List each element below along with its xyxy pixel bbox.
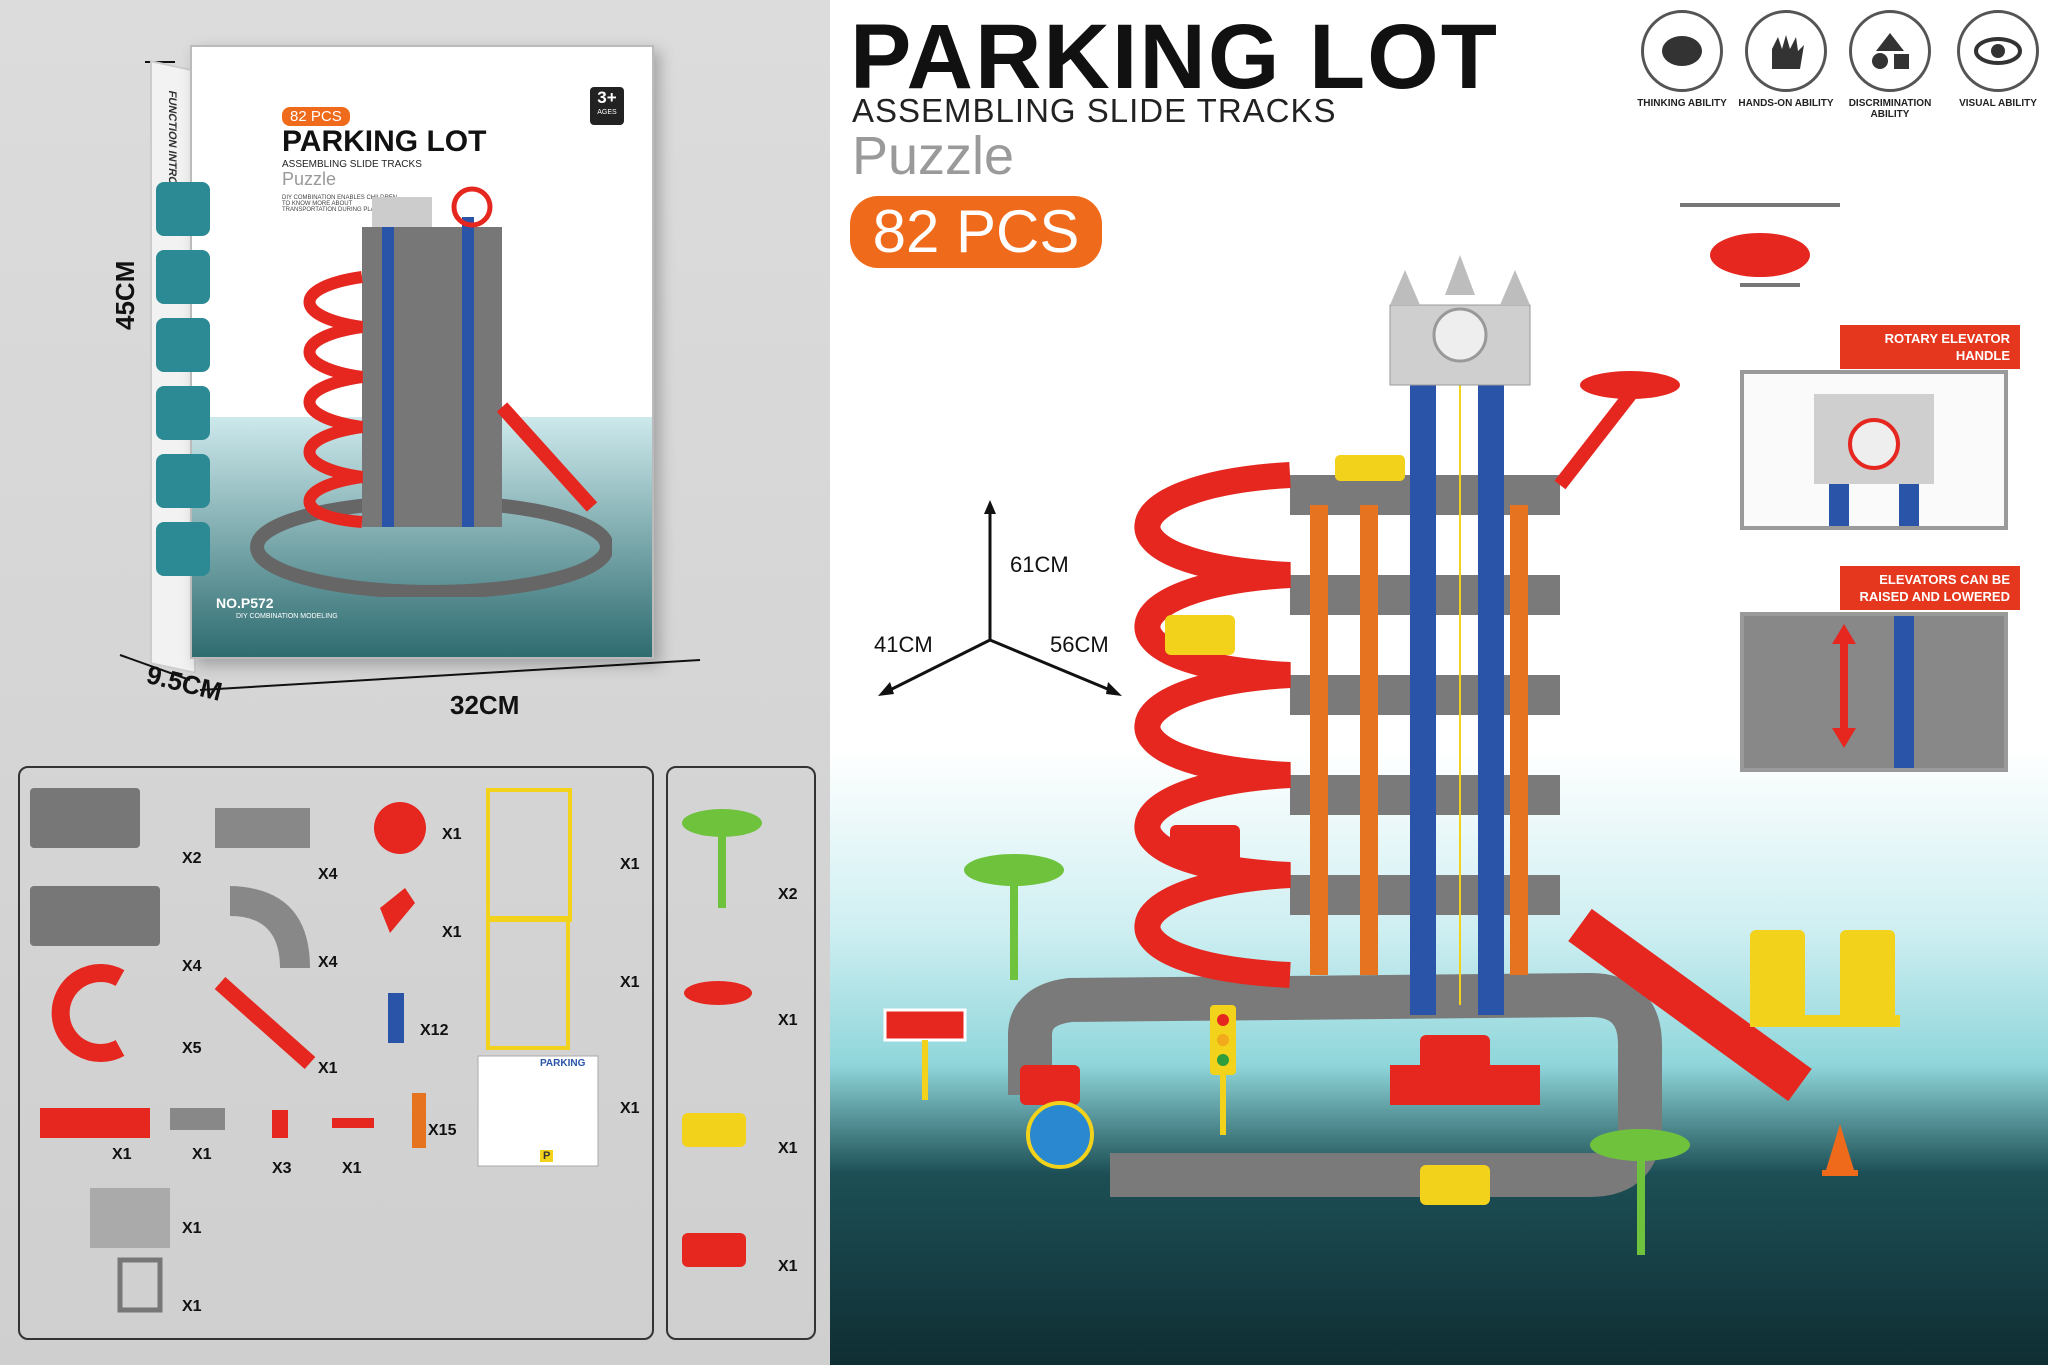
hero-direction-sign-image [883,1008,967,1100]
part-qty: X1 [442,826,462,843]
package-pcs-badge: 82 PCS [282,107,350,126]
accessories-illustrations [682,809,762,1267]
hand-icon [1745,10,1827,92]
product-dimension-axes [878,500,1122,696]
ability-hands-on: HANDS-ON ABILITY [1736,10,1836,109]
part-qty: X1 [182,1220,202,1237]
part-qty: X1 [112,1146,132,1163]
ability-discrimination: DISCRIMINATION ABILITY [1840,10,1940,120]
package-feature-thumbnails [156,182,210,576]
shapes-icon [1849,10,1931,92]
part-qty: X3 [272,1160,292,1177]
package-modeling: DIY COMBINATION MODELING [236,613,338,620]
hero-pcs-badge: 82 PCS [850,196,1102,268]
sticker-p: P [540,1150,554,1162]
hero-helicopter-image [1680,203,1840,287]
package-height-label: 45CM [110,260,140,330]
hero-gas-station-image [1750,930,1900,1027]
accessories-panel: X2 X1 X1 X1 [666,766,816,1340]
part-qty: X4 [318,954,338,971]
package-width-label: 32CM [450,690,520,720]
accessory-qty: X1 [778,1012,798,1029]
part-qty: X1 [342,1160,362,1177]
part-qty: X4 [182,958,202,975]
package-panel: 45CM 9.5CM 32CM FUNCTION INTRODUCTION 82… [0,0,830,1365]
hero-subtitle: ASSEMBLING SLIDE TRACKS [852,92,1337,129]
ages-badge: 3+ AGES [590,87,624,125]
package-model-no: NO.P572 [216,595,274,611]
parts-list-panel: X2 X4 X1 X1 X4 X4 X1 X1 X5 X1 X12 X1 X1 … [18,766,654,1340]
ability-visual: VISUAL ABILITY [1948,10,2048,109]
ability-thinking: THINKING ABILITY [1632,10,1732,109]
brain-icon [1641,10,1723,92]
part-qty: X5 [182,1040,202,1057]
part-qty: X1 [620,1100,640,1117]
parking-tower-image [1008,255,1812,1255]
part-qty: X1 [182,1298,202,1315]
feature-rotary-elevator-image [1740,370,2008,530]
part-qty: X2 [182,850,202,867]
package-title: PARKING LOT [282,125,487,158]
package-box: 82 PCS PARKING LOT ASSEMBLING SLIDE TRAC… [156,45,654,659]
package-product-image [250,186,612,597]
eye-icon [1957,10,2039,92]
hero-title: PARKING LOT [850,6,1499,108]
accessory-qty: X1 [778,1140,798,1157]
package-subtitle: ASSEMBLING SLIDE TRACKS [282,159,422,170]
package-description: DIY COMBINATION ENABLES CHILDREN TO KNOW… [282,195,398,213]
feature-tag-rotary: ROTARY ELEVATOR HANDLE [1840,325,2020,369]
hero-traffic-cone-image [1822,1124,1858,1176]
part-qty: X12 [420,1022,449,1039]
accessory-qty: X2 [778,886,798,903]
sticker-sheet-label: PARKING [540,1058,586,1069]
product-width-label: 56CM [1050,632,1109,657]
feature-elevator-raise-image [1740,612,2008,772]
product-depth-label: 41CM [874,632,933,657]
part-qty: X1 [620,856,640,873]
part-qty: X1 [620,974,640,991]
hero-puzzle: Puzzle [852,126,1015,186]
hero-palm-tree-image [964,854,1064,980]
part-qty: X15 [428,1122,457,1139]
package-puzzle: Puzzle [282,169,337,189]
feature-tag-elevator: ELEVATORS CAN BE RAISED AND LOWERED [1840,566,2020,610]
part-qty: X4 [318,866,338,883]
part-qty: X1 [442,924,462,941]
part-qty: X1 [318,1060,338,1077]
parts-illustrations [30,788,599,1313]
accessory-qty: X1 [778,1258,798,1275]
product-height-label: 61CM [1010,552,1069,577]
part-qty: X1 [192,1146,212,1163]
